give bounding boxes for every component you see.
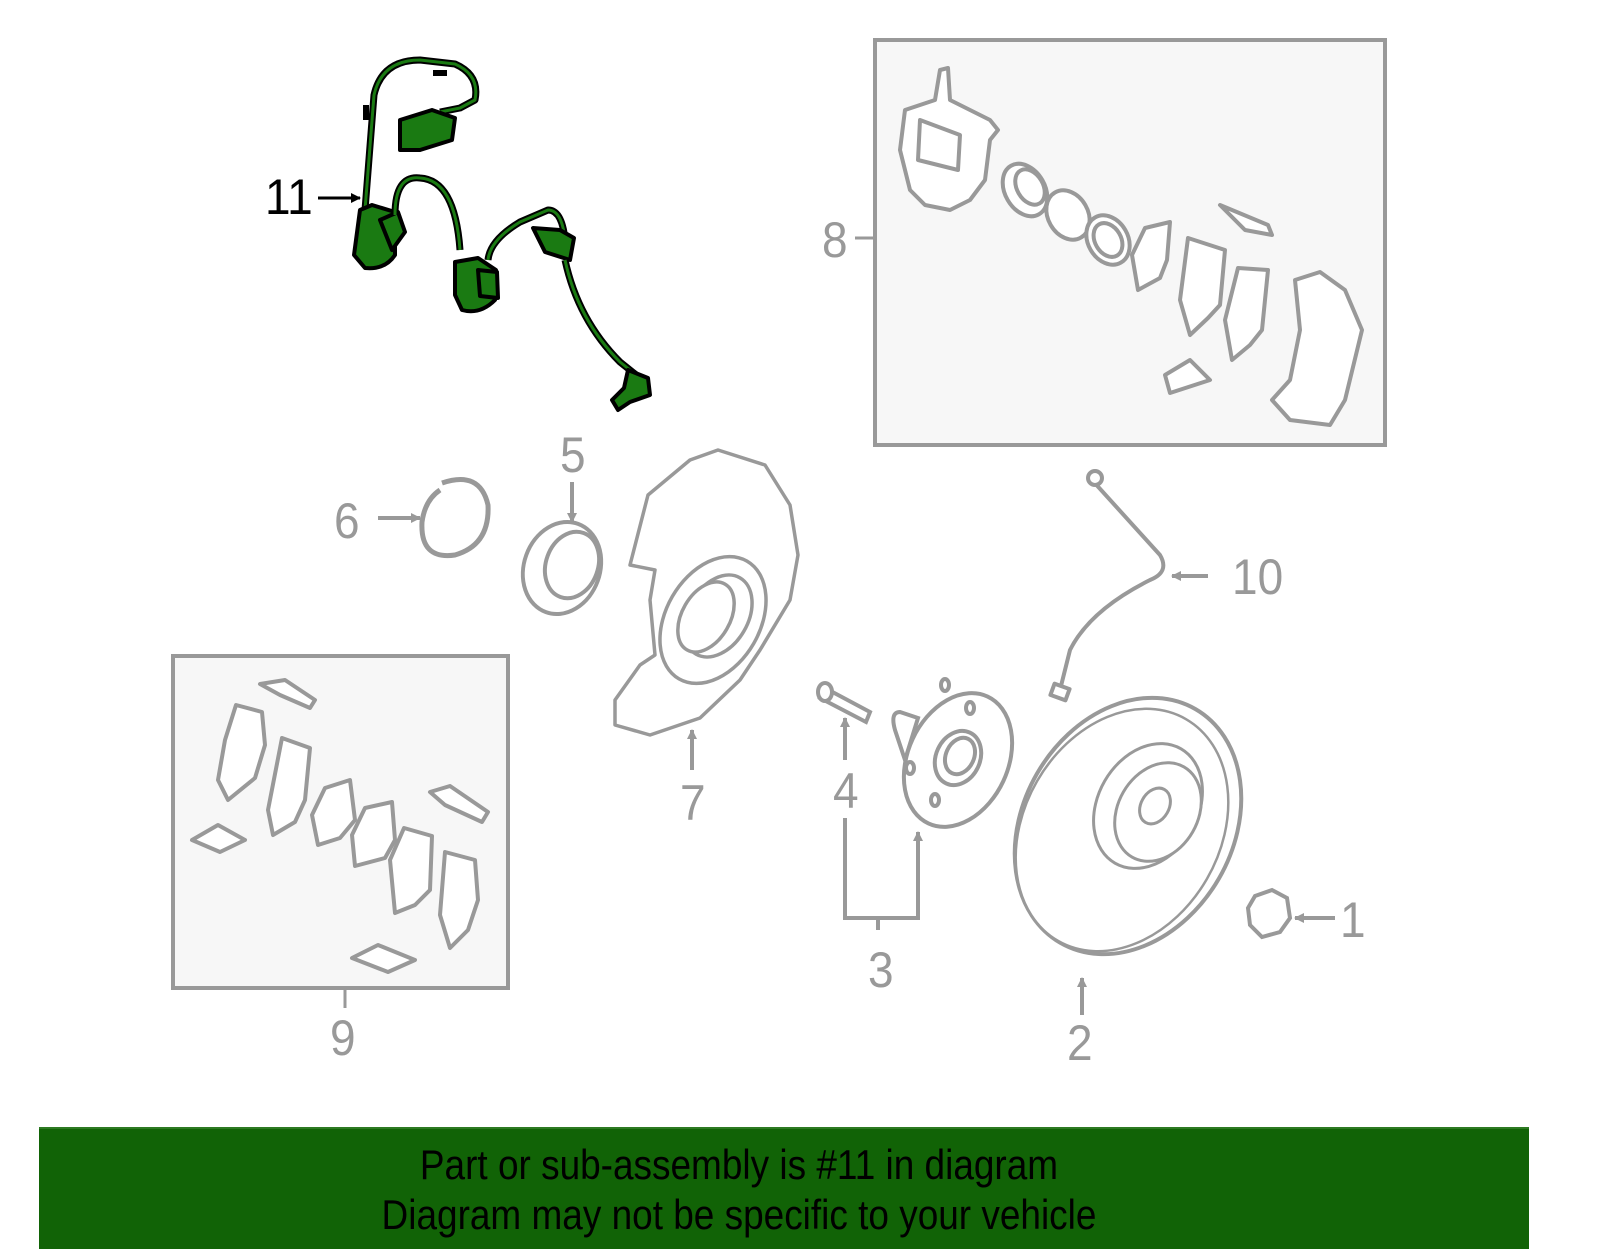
brake-hose-part-10[interactable]: [1048, 469, 1166, 703]
wheel-bearing-part-5[interactable]: [510, 511, 614, 625]
callout-5: 5: [560, 427, 586, 483]
callout-4: 4: [833, 763, 859, 819]
splash-shield-part-7[interactable]: [613, 448, 800, 737]
hub-assembly-part-3[interactable]: [883, 675, 1033, 844]
callout-2: 2: [1067, 1015, 1093, 1071]
abs-sensor-harness-part-11[interactable]: [352, 56, 652, 412]
caliper-assembly-box-part-8[interactable]: [855, 38, 1387, 447]
callout-9: 9: [330, 1010, 356, 1066]
callout-7: 7: [680, 775, 706, 831]
banner-disclaimer: Diagram may not be specific to your vehi…: [381, 1191, 1097, 1238]
banner-part-note: Part or sub-assembly is #11 in diagram: [419, 1141, 1059, 1188]
callout-8: 8: [822, 212, 848, 268]
part-info-banner: Part or sub-assembly is #11 in diagram D…: [39, 1127, 1529, 1249]
callout-1: 1: [1340, 892, 1366, 948]
wheel-stud-part-4[interactable]: [816, 681, 873, 725]
hex-nut-part-1[interactable]: [1245, 887, 1293, 940]
callout-6: 6: [334, 493, 360, 549]
callout-3: 3: [868, 942, 894, 998]
callout-10: 10: [1232, 549, 1284, 605]
brake-pad-set-box-part-9[interactable]: [171, 654, 510, 1008]
snap-ring-part-6[interactable]: [419, 477, 491, 559]
callout-11: 11: [265, 169, 313, 225]
brake-rotor-part-2[interactable]: [970, 657, 1287, 996]
